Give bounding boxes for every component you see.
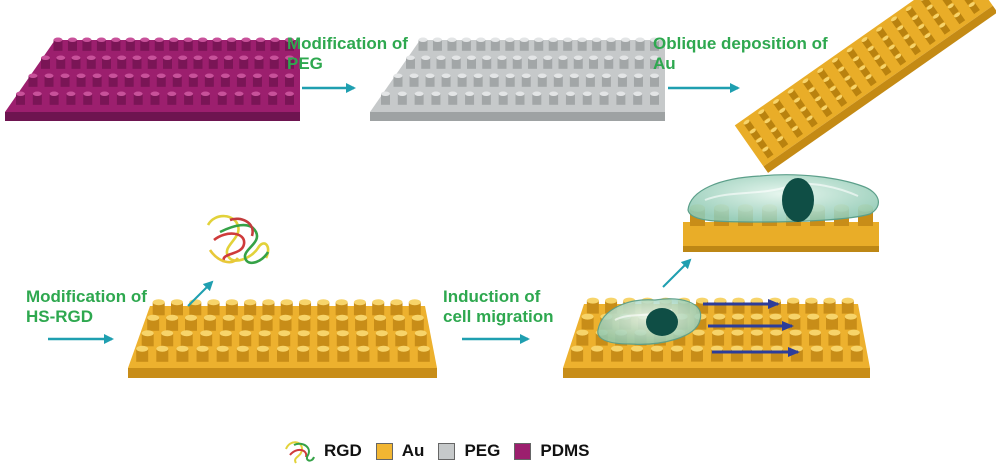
zoom-arrow <box>662 258 692 288</box>
step-label-migration-line1: Induction of <box>443 287 541 306</box>
pdms-substrate <box>5 37 300 121</box>
step-label-migration-line2: cell migration <box>443 307 554 326</box>
inset-nucleus <box>782 178 814 222</box>
legend-swatch-peg <box>438 442 456 460</box>
step-label-peg-line1: Modification of <box>287 34 408 53</box>
legend-label-rgd: RGD <box>324 441 362 460</box>
legend: RGD Au PEG PDMS <box>282 436 603 466</box>
au-tilted-substrate <box>734 0 996 173</box>
rgd-legend-icon <box>285 441 315 464</box>
step-label-rgd-line1: Modification of <box>26 287 147 306</box>
migrating-cell <box>597 298 702 345</box>
step-label-au-line1: Oblique deposition of <box>653 34 828 53</box>
step-label-migration: Induction of cell migration <box>443 287 554 327</box>
legend-swatch-au <box>375 442 393 460</box>
legend-label-pdms: PDMS <box>540 441 590 460</box>
legend-label-peg: PEG <box>464 441 501 460</box>
legend-item-pdms: PDMS <box>514 441 589 461</box>
step-label-peg: Modification of PEG <box>287 34 408 74</box>
legend-item-peg: PEG <box>438 441 500 461</box>
legend-item-au: Au <box>375 441 425 461</box>
step-label-au: Oblique deposition of Au <box>653 34 828 74</box>
zoom-inset <box>683 174 879 252</box>
cell-nucleus <box>646 308 678 336</box>
peg-substrate <box>370 37 665 121</box>
rgd-peptide-icon <box>206 214 270 265</box>
rgd-arrow <box>187 280 214 307</box>
au-substrate-rgd <box>128 299 437 378</box>
legend-label-au: Au <box>401 441 425 460</box>
migration-arrows <box>703 299 800 357</box>
step-label-au-line2: Au <box>653 54 676 73</box>
legend-item-rgd: RGD <box>282 437 362 465</box>
step-label-peg-line2: PEG <box>287 54 323 73</box>
legend-swatch-pdms <box>514 442 532 460</box>
step-label-rgd: Modification of HS-RGD <box>26 287 147 327</box>
step-label-rgd-line2: HS-RGD <box>26 307 94 326</box>
